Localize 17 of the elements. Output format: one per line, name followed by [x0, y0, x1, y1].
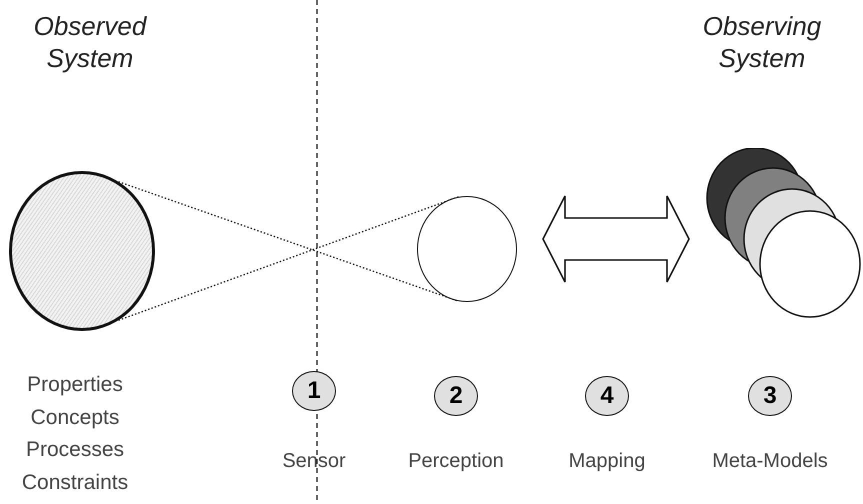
double-block-arrow: [542, 195, 690, 283]
step-caption: Meta-Models: [711, 450, 829, 473]
step-number: 3: [748, 376, 792, 416]
concept-label: Processes: [24, 438, 126, 462]
stacked-circles-drawing: [705, 148, 861, 318]
step-number: 2: [434, 376, 478, 416]
projection-line: [118, 196, 459, 321]
step-caption: Sensor: [281, 450, 347, 473]
concept-label: Constraints: [20, 471, 130, 495]
system-heading: Observed System: [32, 10, 148, 74]
step-caption: Perception: [407, 450, 505, 473]
step-caption: Mapping: [568, 450, 646, 473]
concept-label: Properties: [26, 373, 124, 397]
system-heading: Observing System: [702, 10, 822, 74]
concept-label: Concepts: [30, 406, 120, 430]
step-number: 4: [585, 376, 629, 416]
step-number: 1: [292, 371, 336, 411]
